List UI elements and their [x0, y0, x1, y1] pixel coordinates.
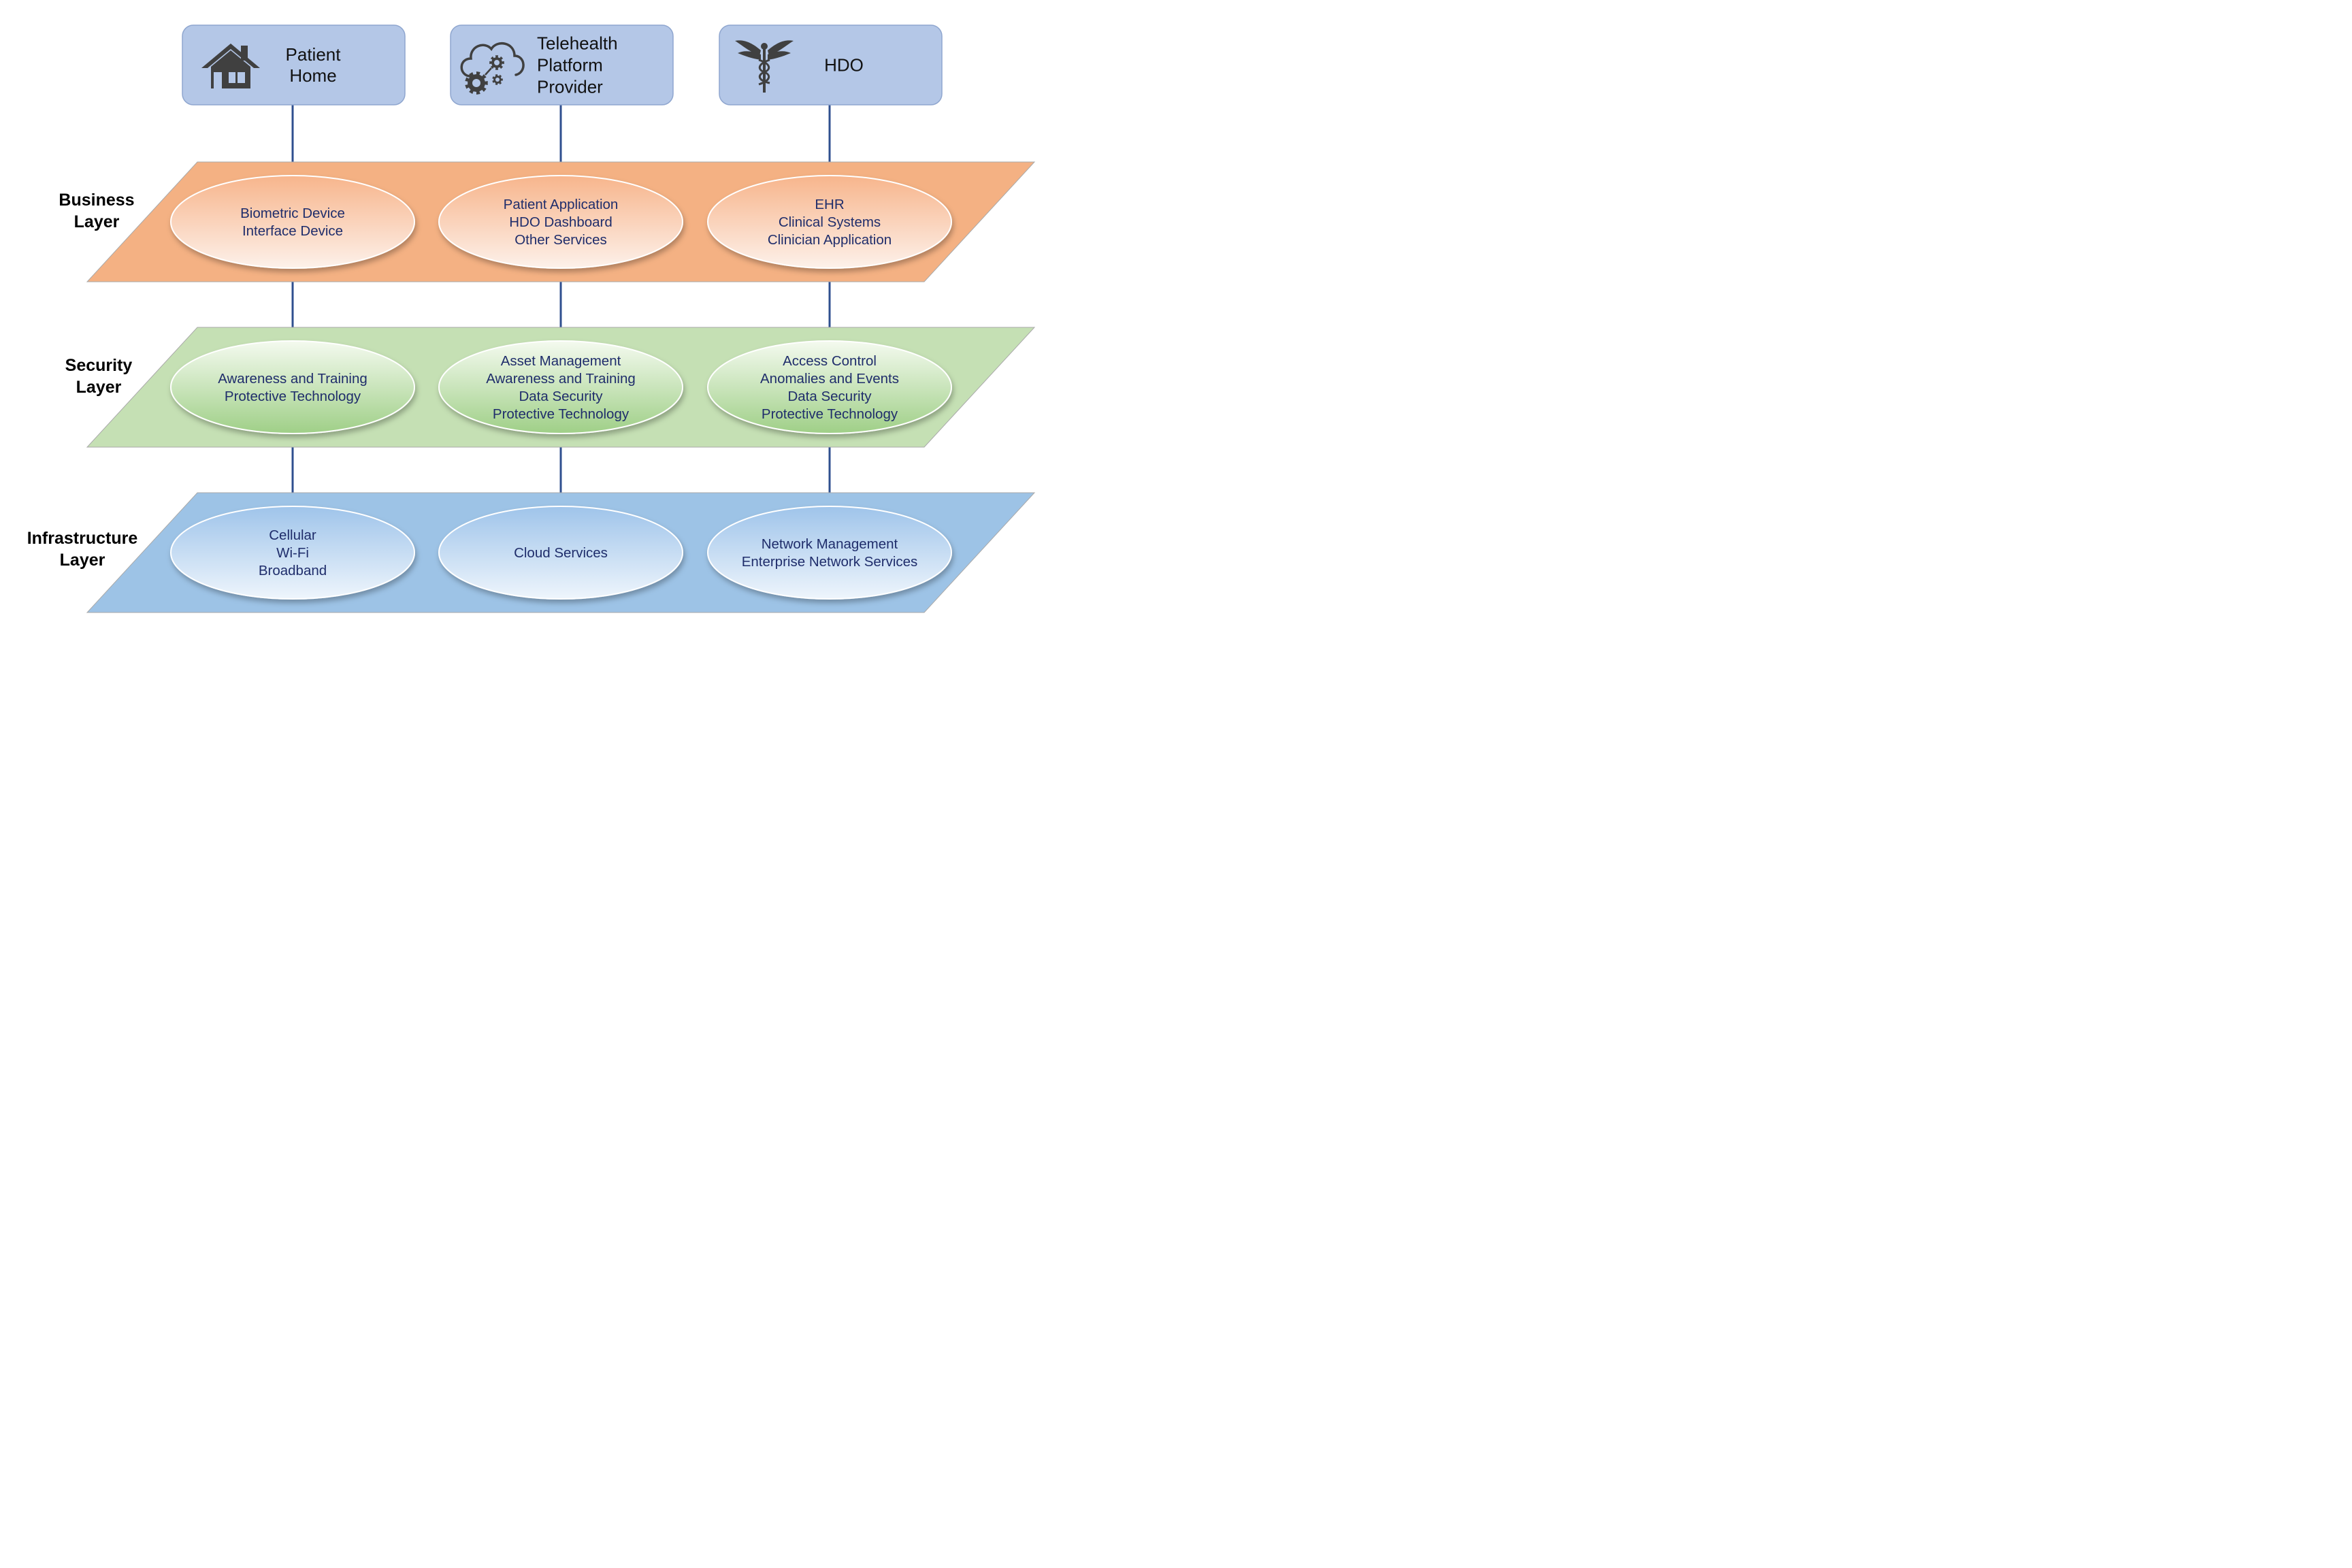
infrastructure-layer-label: Infrastructure [27, 529, 138, 548]
telehealth-platform-provider-title-line: Telehealth [537, 33, 618, 54]
infrastructure-component-ellipse [438, 506, 683, 600]
component-text-line: Awareness and Training [218, 371, 368, 387]
component-text-line: Clinical Systems [779, 214, 881, 230]
house-chimney [241, 46, 248, 61]
business-layer-label: Business [59, 191, 134, 210]
gear-hole [495, 78, 500, 82]
patient-home-title-line: Home [289, 65, 336, 86]
gear-hole [472, 79, 480, 87]
component-text-line: Protective Technology [762, 406, 898, 422]
component-text-line: Protective Technology [493, 406, 630, 422]
telehealth-platform-provider-title-line: Provider [537, 77, 603, 97]
house-door [214, 72, 222, 88]
security-layer-label: Layer [76, 378, 122, 397]
connector-lines [291, 105, 831, 493]
infrastructure-layer-label: Layer [60, 551, 105, 570]
component-text-line: Biometric Device [240, 206, 345, 221]
component-text-line: Network Management [762, 536, 898, 552]
component-text-line: EHR [815, 197, 844, 212]
component-text-line: Awareness and Training [486, 371, 636, 387]
house-icon [201, 44, 260, 88]
infrastructure-component-2: Cloud Services [438, 506, 683, 600]
hdo-title-line: HDO [824, 55, 864, 76]
infrastructure-component-ellipse [707, 506, 952, 600]
infrastructure-component-ellipse [170, 506, 415, 600]
hdo-box: HDO [719, 24, 943, 105]
gear-hole [494, 60, 500, 65]
component-text-line: Interface Device [242, 223, 343, 239]
component-text-line: Protective Technology [225, 389, 361, 404]
business-component-ellipse [707, 175, 952, 269]
serpents [758, 59, 770, 86]
component-text-line: Patient Application [504, 197, 619, 212]
right-wing [768, 40, 794, 56]
component-text-line: Asset Management [501, 353, 621, 369]
component-text-line: Data Security [787, 389, 872, 404]
business-layer-label: Layer [74, 212, 120, 231]
cloud-gears-icon [460, 42, 525, 95]
component-text-line: Anomalies and Events [760, 371, 899, 387]
cloud-outline [460, 42, 525, 78]
staff [763, 48, 766, 93]
left-wing-lower [738, 51, 761, 60]
component-text-line: Enterprise Network Services [742, 554, 918, 570]
security-component-ellipse [438, 340, 683, 434]
caduceus-icon [735, 40, 794, 93]
component-text-line: HDO Dashboard [509, 214, 612, 230]
security-layer-label: Security [65, 356, 133, 375]
left-wing [735, 40, 761, 56]
telehealth-platform-provider-title-line: Platform [537, 55, 603, 76]
business-component-ellipse [170, 175, 415, 269]
gear-link [485, 67, 492, 76]
patient-home-title-line: Patient [286, 44, 342, 65]
business-component-ellipse [438, 175, 683, 269]
component-text-line: Wi-Fi [276, 545, 309, 561]
component-text-line: Cellular [269, 527, 316, 543]
security-component-ellipse [170, 340, 415, 434]
component-text-line: Clinician Application [768, 232, 892, 248]
component-text-line: Other Services [514, 232, 607, 248]
security-component-ellipse [707, 340, 952, 434]
staff-top [761, 43, 768, 50]
component-text-line: Broadband [259, 563, 327, 578]
component-text-line: Data Security [519, 389, 603, 404]
component-text-line: Access Control [783, 353, 877, 369]
component-text-line: Cloud Services [514, 545, 608, 561]
right-wing-lower [768, 51, 791, 60]
window-divider [235, 72, 238, 83]
house-roof [201, 44, 260, 68]
